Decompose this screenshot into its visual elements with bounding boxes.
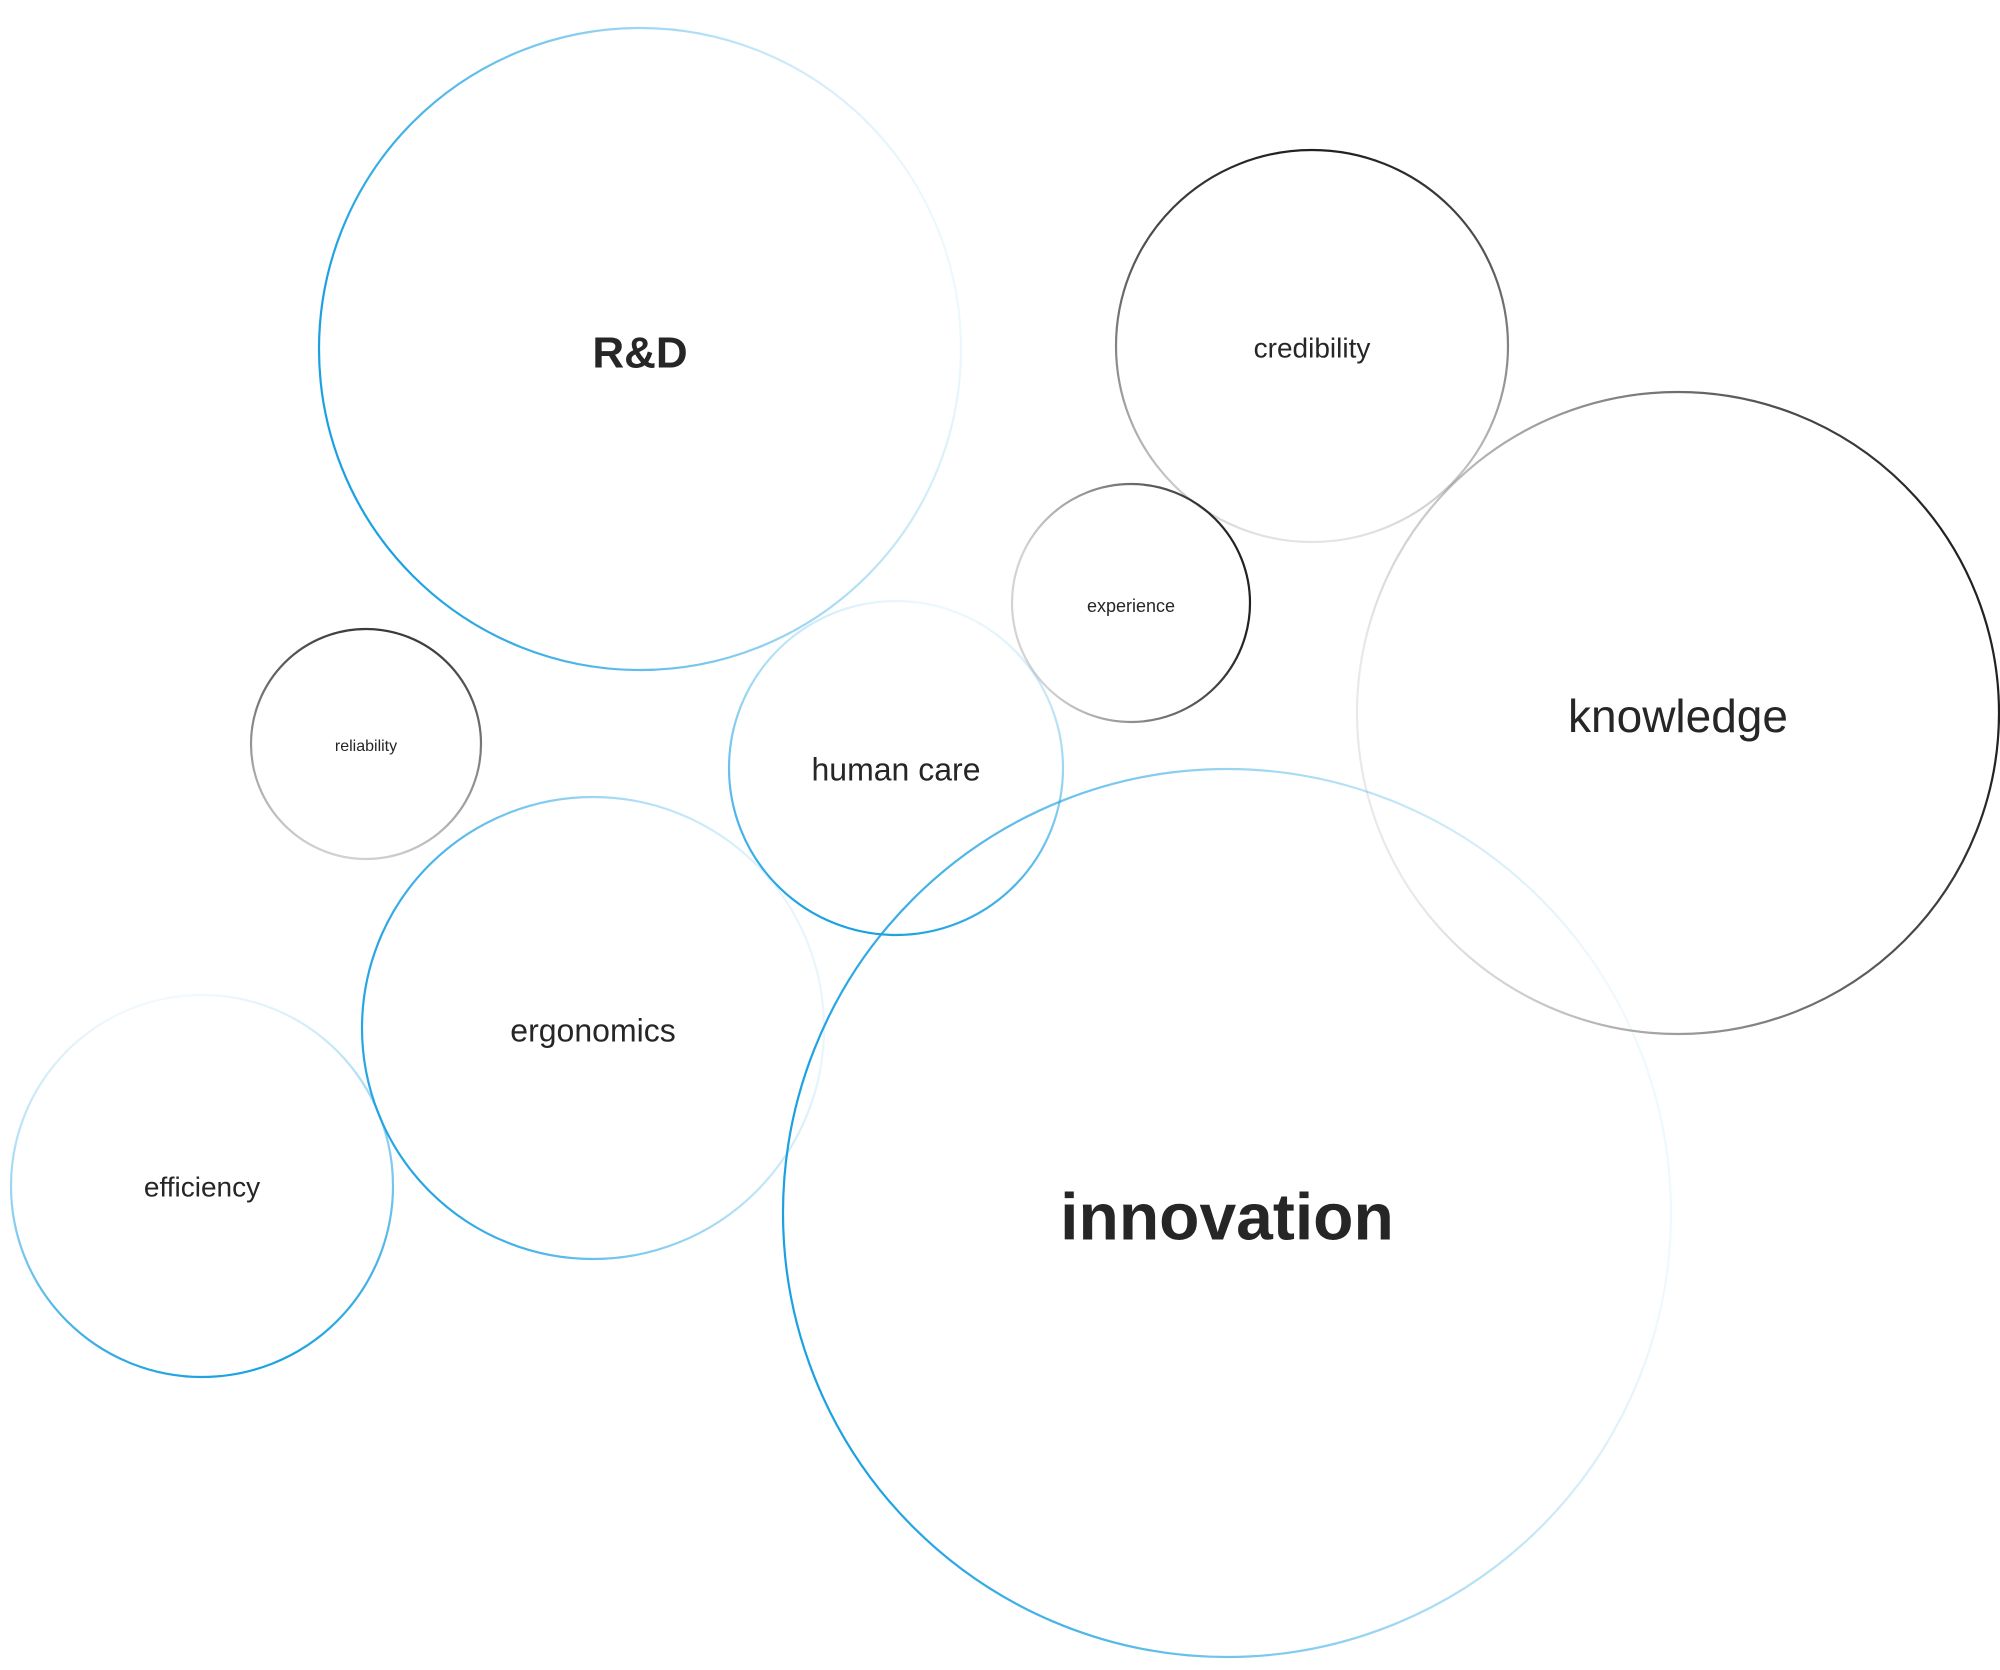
bubble-human-care-outline xyxy=(727,599,1065,937)
bubble-reliability-outline xyxy=(249,627,483,861)
bubble-efficiency[interactable]: efficiency xyxy=(9,993,395,1379)
bubble-rd-label: R&D xyxy=(592,329,687,378)
bubble-rd-outline xyxy=(317,26,963,672)
bubble-group: R&D credibility knowledge experience rel… xyxy=(9,26,2000,1659)
bubble-innovation-outline xyxy=(781,767,1673,1659)
bubble-knowledge-label: knowledge xyxy=(1568,690,1788,742)
bubble-human-care[interactable]: human care xyxy=(727,599,1065,937)
bubble-credibility-outline xyxy=(1114,148,1510,544)
bubble-human-care-label: human care xyxy=(812,751,981,787)
bubble-experience[interactable]: experience xyxy=(1010,482,1252,724)
bubble-knowledge[interactable]: knowledge xyxy=(1355,390,2000,1036)
bubble-innovation[interactable]: innovation xyxy=(781,767,1673,1659)
bubble-reliability-label: reliability xyxy=(335,738,397,755)
bubble-knowledge-outline xyxy=(1355,390,2000,1036)
bubble-reliability[interactable]: reliability xyxy=(249,627,483,861)
bubble-efficiency-outline xyxy=(9,993,395,1379)
bubble-experience-outline xyxy=(1010,482,1252,724)
bubble-rd[interactable]: R&D xyxy=(317,26,963,672)
bubble-experience-label: experience xyxy=(1087,596,1175,616)
bubble-ergonomics-label: ergonomics xyxy=(510,1012,675,1048)
bubble-ergonomics[interactable]: ergonomics xyxy=(360,795,826,1261)
bubble-efficiency-label: efficiency xyxy=(144,1171,260,1202)
bubble-credibility-label: credibility xyxy=(1254,332,1371,363)
bubble-innovation-label: innovation xyxy=(1060,1179,1394,1253)
bubble-credibility[interactable]: credibility xyxy=(1114,148,1510,544)
